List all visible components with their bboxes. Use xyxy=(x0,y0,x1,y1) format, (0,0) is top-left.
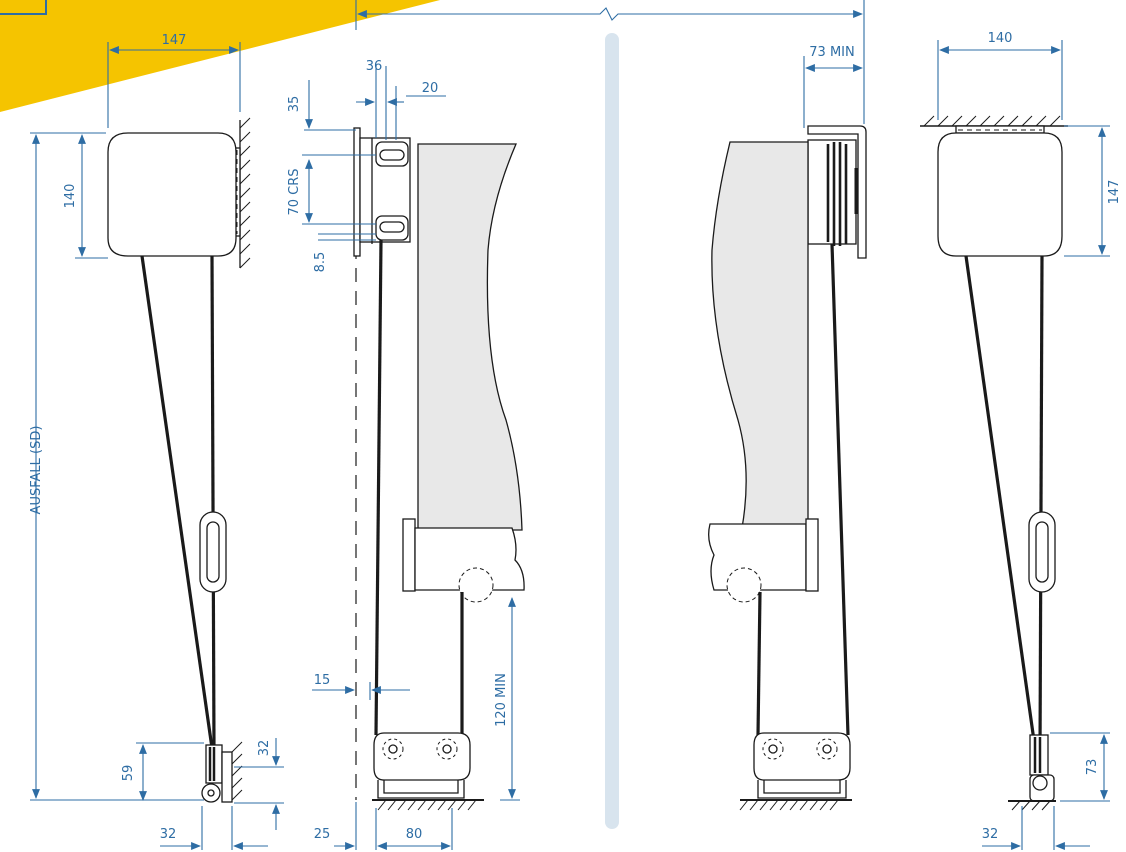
fabric-front-right xyxy=(711,141,809,529)
dim-32-bottom-left: 32 xyxy=(160,827,177,842)
headbox-left xyxy=(107,132,237,257)
floor-guide-front-right xyxy=(740,732,852,801)
dim-140-left: 140 xyxy=(63,184,78,209)
dim-25: 25 xyxy=(314,827,331,842)
floor-bracket-left xyxy=(201,741,243,803)
dim-120-min: 120 MIN xyxy=(494,673,509,727)
dim-35: 35 xyxy=(287,96,302,113)
brand-logo-box xyxy=(0,0,47,15)
floor-bracket-right xyxy=(1008,734,1056,811)
dim-32-bottom-right: 32 xyxy=(982,827,999,842)
dim-73-right: 73 xyxy=(1085,759,1100,776)
dim-32-bracket: 32 xyxy=(257,740,272,757)
dim-147-left: 147 xyxy=(162,33,187,48)
dim-36: 36 xyxy=(366,59,383,74)
brand-corner-banner xyxy=(0,0,440,112)
dim-20: 20 xyxy=(422,81,439,96)
fabric-front-left xyxy=(417,143,523,531)
dim-80: 80 xyxy=(406,827,423,842)
dim-70-crs: 70 CRS xyxy=(287,168,302,215)
cord-tensioner-left xyxy=(199,511,227,593)
cord-tensioner-right xyxy=(1028,511,1056,593)
side-view-left: 147 140 AUSFALL (SD) 59 32 32 xyxy=(29,33,284,850)
headbox-right xyxy=(937,132,1063,257)
dim-140-right: 140 xyxy=(988,31,1013,46)
floor-guide-front-left xyxy=(372,732,484,801)
dim-8-5: 8.5 xyxy=(313,252,328,273)
dim-15: 15 xyxy=(314,673,331,688)
dim-drop-sd: AUSFALL (SD) xyxy=(29,426,44,515)
front-view-left: 36 20 35 70 CRS 8.5 15 120 MIN 25 80 xyxy=(287,0,865,850)
side-view-right: 140 147 73 32 xyxy=(920,31,1122,850)
dim-73-min: 73 MIN xyxy=(809,45,854,60)
front-view-right: 73 MIN xyxy=(708,30,867,811)
dim-59-left: 59 xyxy=(121,765,136,782)
dim-147-right: 147 xyxy=(1107,180,1122,205)
